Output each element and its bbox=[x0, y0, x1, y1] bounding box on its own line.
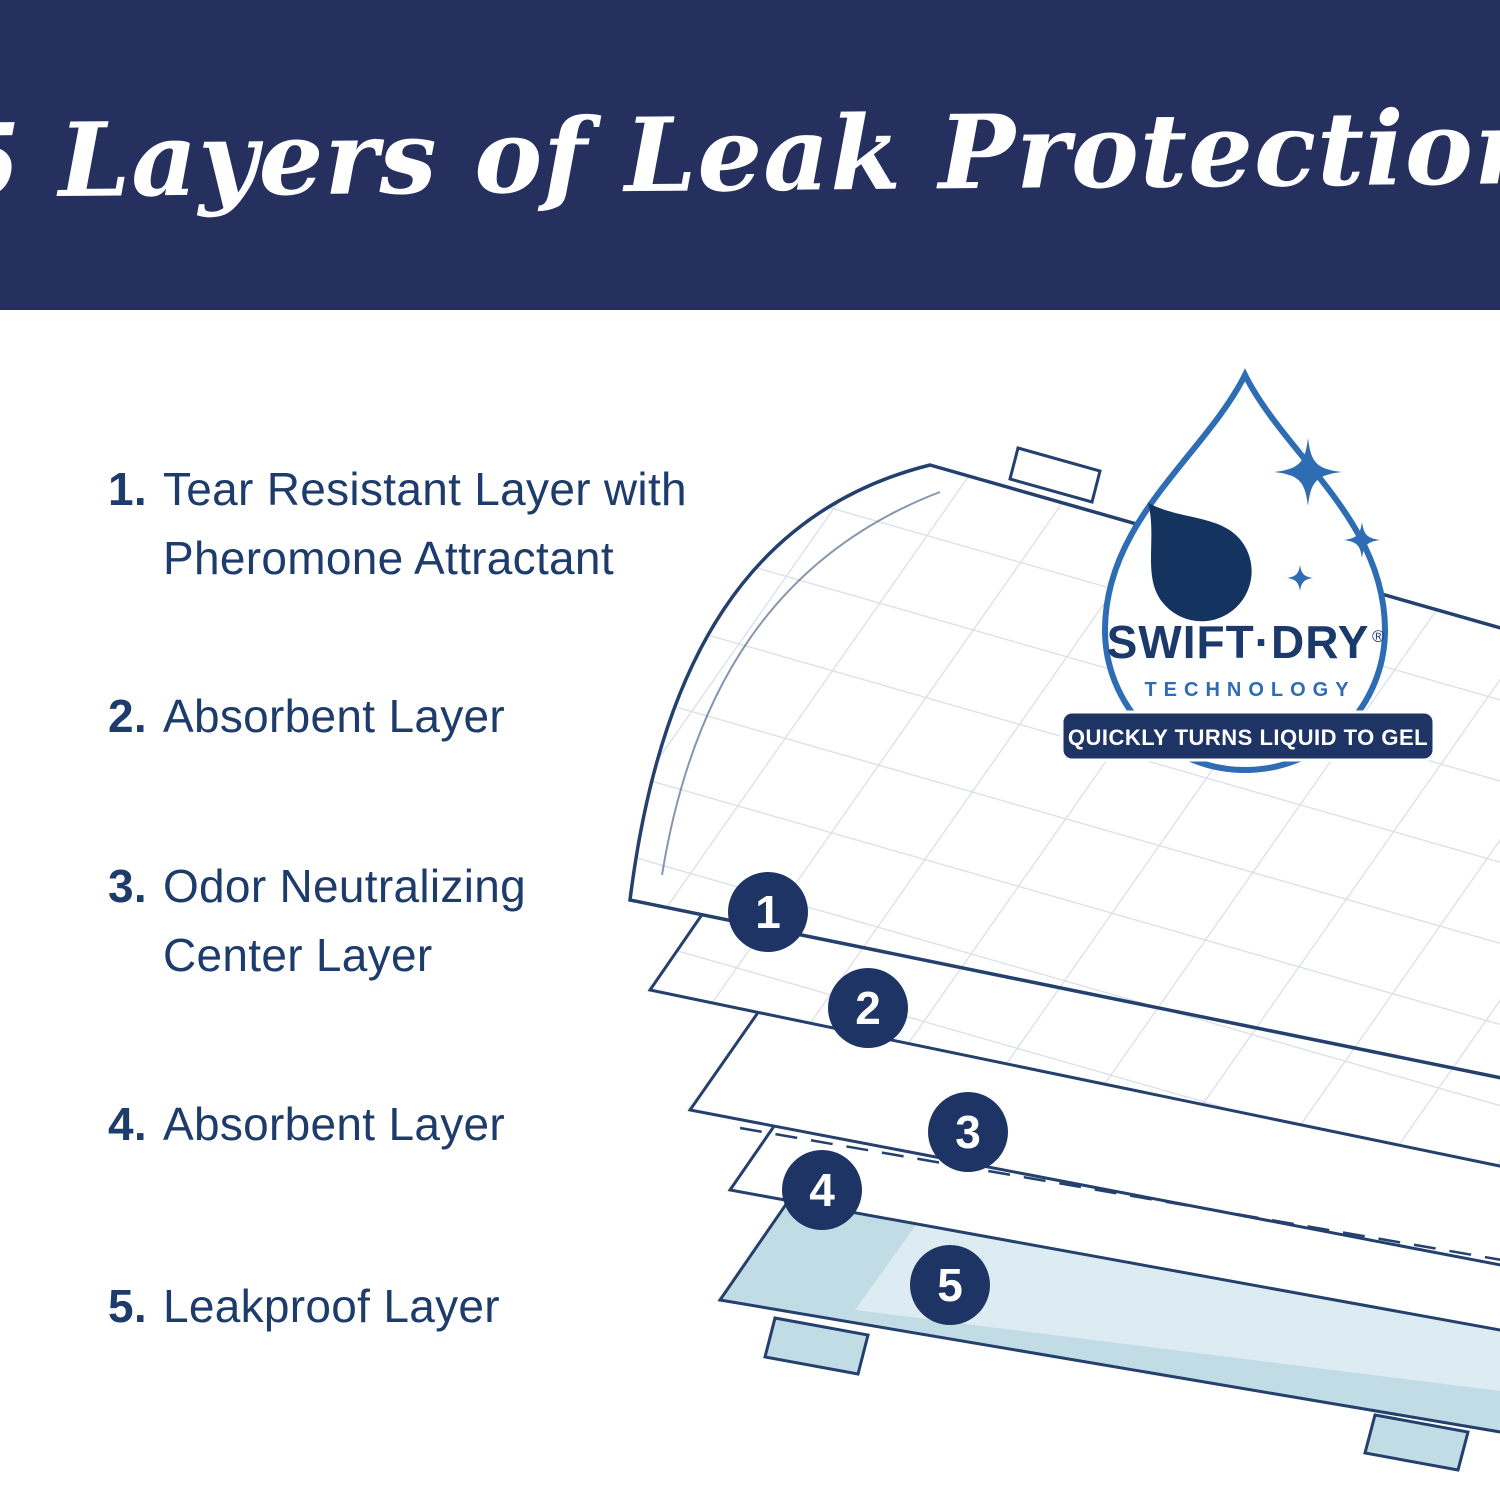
layer-list-item-2: 2. Absorbent Layer bbox=[108, 682, 505, 751]
registered-mark-icon: ® bbox=[1372, 627, 1385, 646]
technology-label: TECHNOLOGY bbox=[1144, 679, 1355, 701]
liquid-to-gel-banner bbox=[1060, 710, 1436, 762]
liquid-to-gel-label: QUICKLY TURNS LIQUID TO GEL bbox=[1068, 725, 1428, 750]
sparkle-icon bbox=[1274, 438, 1342, 506]
svg-text:4: 4 bbox=[809, 1164, 835, 1216]
layer-list-item-5: 5. Leakproof Layer bbox=[108, 1272, 500, 1341]
layer-list-item-4: 4. Absorbent Layer bbox=[108, 1090, 505, 1159]
water-drop-icon bbox=[1148, 502, 1252, 622]
svg-text:5: 5 bbox=[937, 1259, 963, 1311]
svg-text:1: 1 bbox=[755, 886, 781, 938]
swift-dry-wordmark: SWIFT·DRY bbox=[1107, 616, 1370, 668]
page-title: 5 Layers of Leak Protection bbox=[0, 88, 1500, 222]
layer-number: 1. bbox=[108, 463, 147, 515]
layer-label: Absorbent Layer bbox=[162, 1098, 506, 1150]
diagram-badge-4: 4 bbox=[782, 1150, 862, 1230]
diagram-badge-2: 2 bbox=[828, 968, 908, 1048]
diagram-badge-1: 1 bbox=[728, 872, 808, 952]
layer-number: 4. bbox=[108, 1098, 147, 1150]
layer-label: Tear Resistant Layer with Pheromone Attr… bbox=[162, 463, 687, 584]
layer-label: Absorbent Layer bbox=[162, 690, 506, 742]
layer-number: 2. bbox=[108, 690, 147, 742]
layer-number: 3. bbox=[108, 860, 147, 912]
header-banner: 5 Layers of Leak Protection bbox=[0, 0, 1500, 310]
svg-text:2: 2 bbox=[855, 982, 881, 1034]
diagram-badge-3: 3 bbox=[928, 1092, 1008, 1172]
diagram-badge-5: 5 bbox=[910, 1245, 990, 1325]
layer1-tab bbox=[1008, 446, 1102, 504]
layer5-tabs bbox=[763, 1316, 1470, 1472]
layer-number: 5. bbox=[108, 1280, 147, 1332]
pad-layers-illustration: SWIFT·DRY ® TECHNOLOGY QUICKLY TURNS LIQ… bbox=[628, 368, 1500, 1472]
layer-list-item-3: 3. Odor Neutralizing Center Layer bbox=[108, 852, 526, 990]
layer-list-item-1: 1. Tear Resistant Layer with Pheromone A… bbox=[108, 455, 687, 593]
svg-text:3: 3 bbox=[955, 1106, 981, 1158]
layer-label: Odor Neutralizing Center Layer bbox=[162, 860, 527, 981]
swift-dry-badge: SWIFT·DRY ® TECHNOLOGY QUICKLY TURNS LIQ… bbox=[1060, 368, 1436, 773]
sparkle-icon bbox=[1287, 565, 1313, 591]
sparkle-icon bbox=[1344, 522, 1380, 558]
diagram-number-badges: 1 2 3 4 5 bbox=[728, 872, 1008, 1325]
layer-label: Leakproof Layer bbox=[162, 1280, 500, 1332]
